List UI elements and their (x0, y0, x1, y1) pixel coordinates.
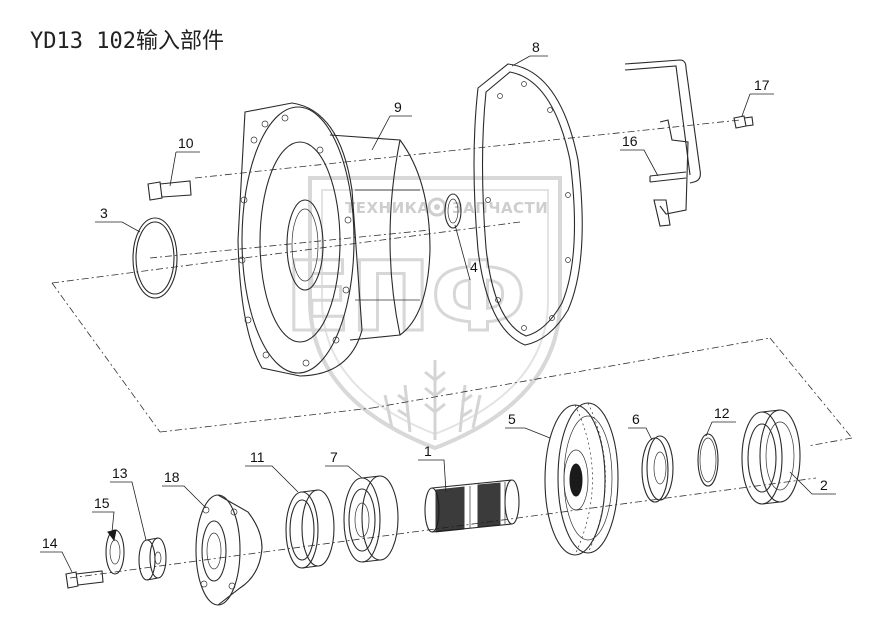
part-14-bolt (65, 570, 104, 589)
part-15-washer (105, 529, 125, 575)
watermark-brand2: ЗАПЧАСТИ (452, 199, 548, 217)
watermark-wheat-icon (383, 360, 482, 440)
callout-13-label: 13 (112, 465, 128, 481)
callout-16: 16 (620, 133, 659, 177)
part-9-housing (237, 102, 431, 377)
part-16-bracket (624, 59, 701, 227)
callout-8: 8 (511, 39, 548, 67)
callout-10: 10 (169, 135, 200, 187)
callout-13: 13 (110, 465, 147, 541)
callouts: 1 2 3 4 5 6 7 8 (40, 39, 836, 573)
callout-5-label: 5 (508, 411, 516, 427)
callout-15: 15 (92, 495, 115, 533)
callout-17: 17 (741, 77, 774, 117)
assembly-plane (51, 221, 853, 447)
callout-1-label: 1 (424, 443, 432, 459)
part-10-bolt (147, 180, 192, 201)
part-8-gasket (473, 63, 583, 346)
callout-17-label: 17 (754, 77, 770, 93)
part-18-flange (195, 494, 263, 606)
callout-11: 11 (245, 449, 299, 493)
callout-5: 5 (505, 411, 551, 439)
part-12-circlip (697, 433, 719, 487)
callout-9: 9 (371, 99, 412, 151)
callout-1: 1 (418, 443, 447, 493)
part-11-seal (285, 489, 335, 569)
watermark-gear-icon (427, 197, 447, 217)
watermark-brand: ТЕХНИКА (345, 199, 430, 217)
part-4-ring (444, 193, 462, 229)
callout-6-label: 6 (632, 411, 640, 427)
callout-8-label: 8 (532, 39, 540, 55)
watermark: ТЕХНИКА ЗАПЧАСТИ ЕПФ (284, 176, 562, 451)
callout-2-label: 2 (820, 477, 828, 493)
callout-7: 7 (325, 449, 363, 479)
callout-16-label: 16 (622, 133, 638, 149)
callout-3: 3 (95, 205, 141, 233)
callout-4-label: 4 (470, 259, 478, 275)
part-1-shaft (424, 479, 520, 533)
part-3-circlip (132, 217, 178, 299)
callout-2: 2 (789, 471, 836, 495)
diagram-title: YD13 102输入部件 (30, 29, 224, 54)
callout-14-label: 14 (42, 535, 58, 551)
callout-11-label: 11 (250, 449, 265, 465)
callout-12-label: 12 (714, 405, 730, 421)
callout-18-label: 18 (164, 469, 180, 485)
part-17-screw (733, 115, 754, 129)
callout-7-label: 7 (330, 449, 338, 465)
callout-9-label: 9 (394, 99, 402, 115)
callout-12: 12 (705, 405, 736, 437)
callout-10-label: 10 (178, 135, 194, 151)
callout-18: 18 (162, 469, 207, 509)
callout-14: 14 (40, 535, 73, 573)
part-5-gear (544, 402, 619, 556)
part-7-bearing (343, 475, 399, 563)
watermark-letters: ЕПФ (285, 241, 526, 353)
part-13-spacer (138, 537, 167, 581)
part-6-washer (641, 435, 674, 503)
callout-4: 4 (454, 224, 478, 281)
callout-3-label: 3 (100, 205, 108, 221)
callout-6: 6 (628, 411, 653, 441)
callout-15-label: 15 (94, 495, 110, 511)
part-2-bearing (741, 409, 801, 505)
